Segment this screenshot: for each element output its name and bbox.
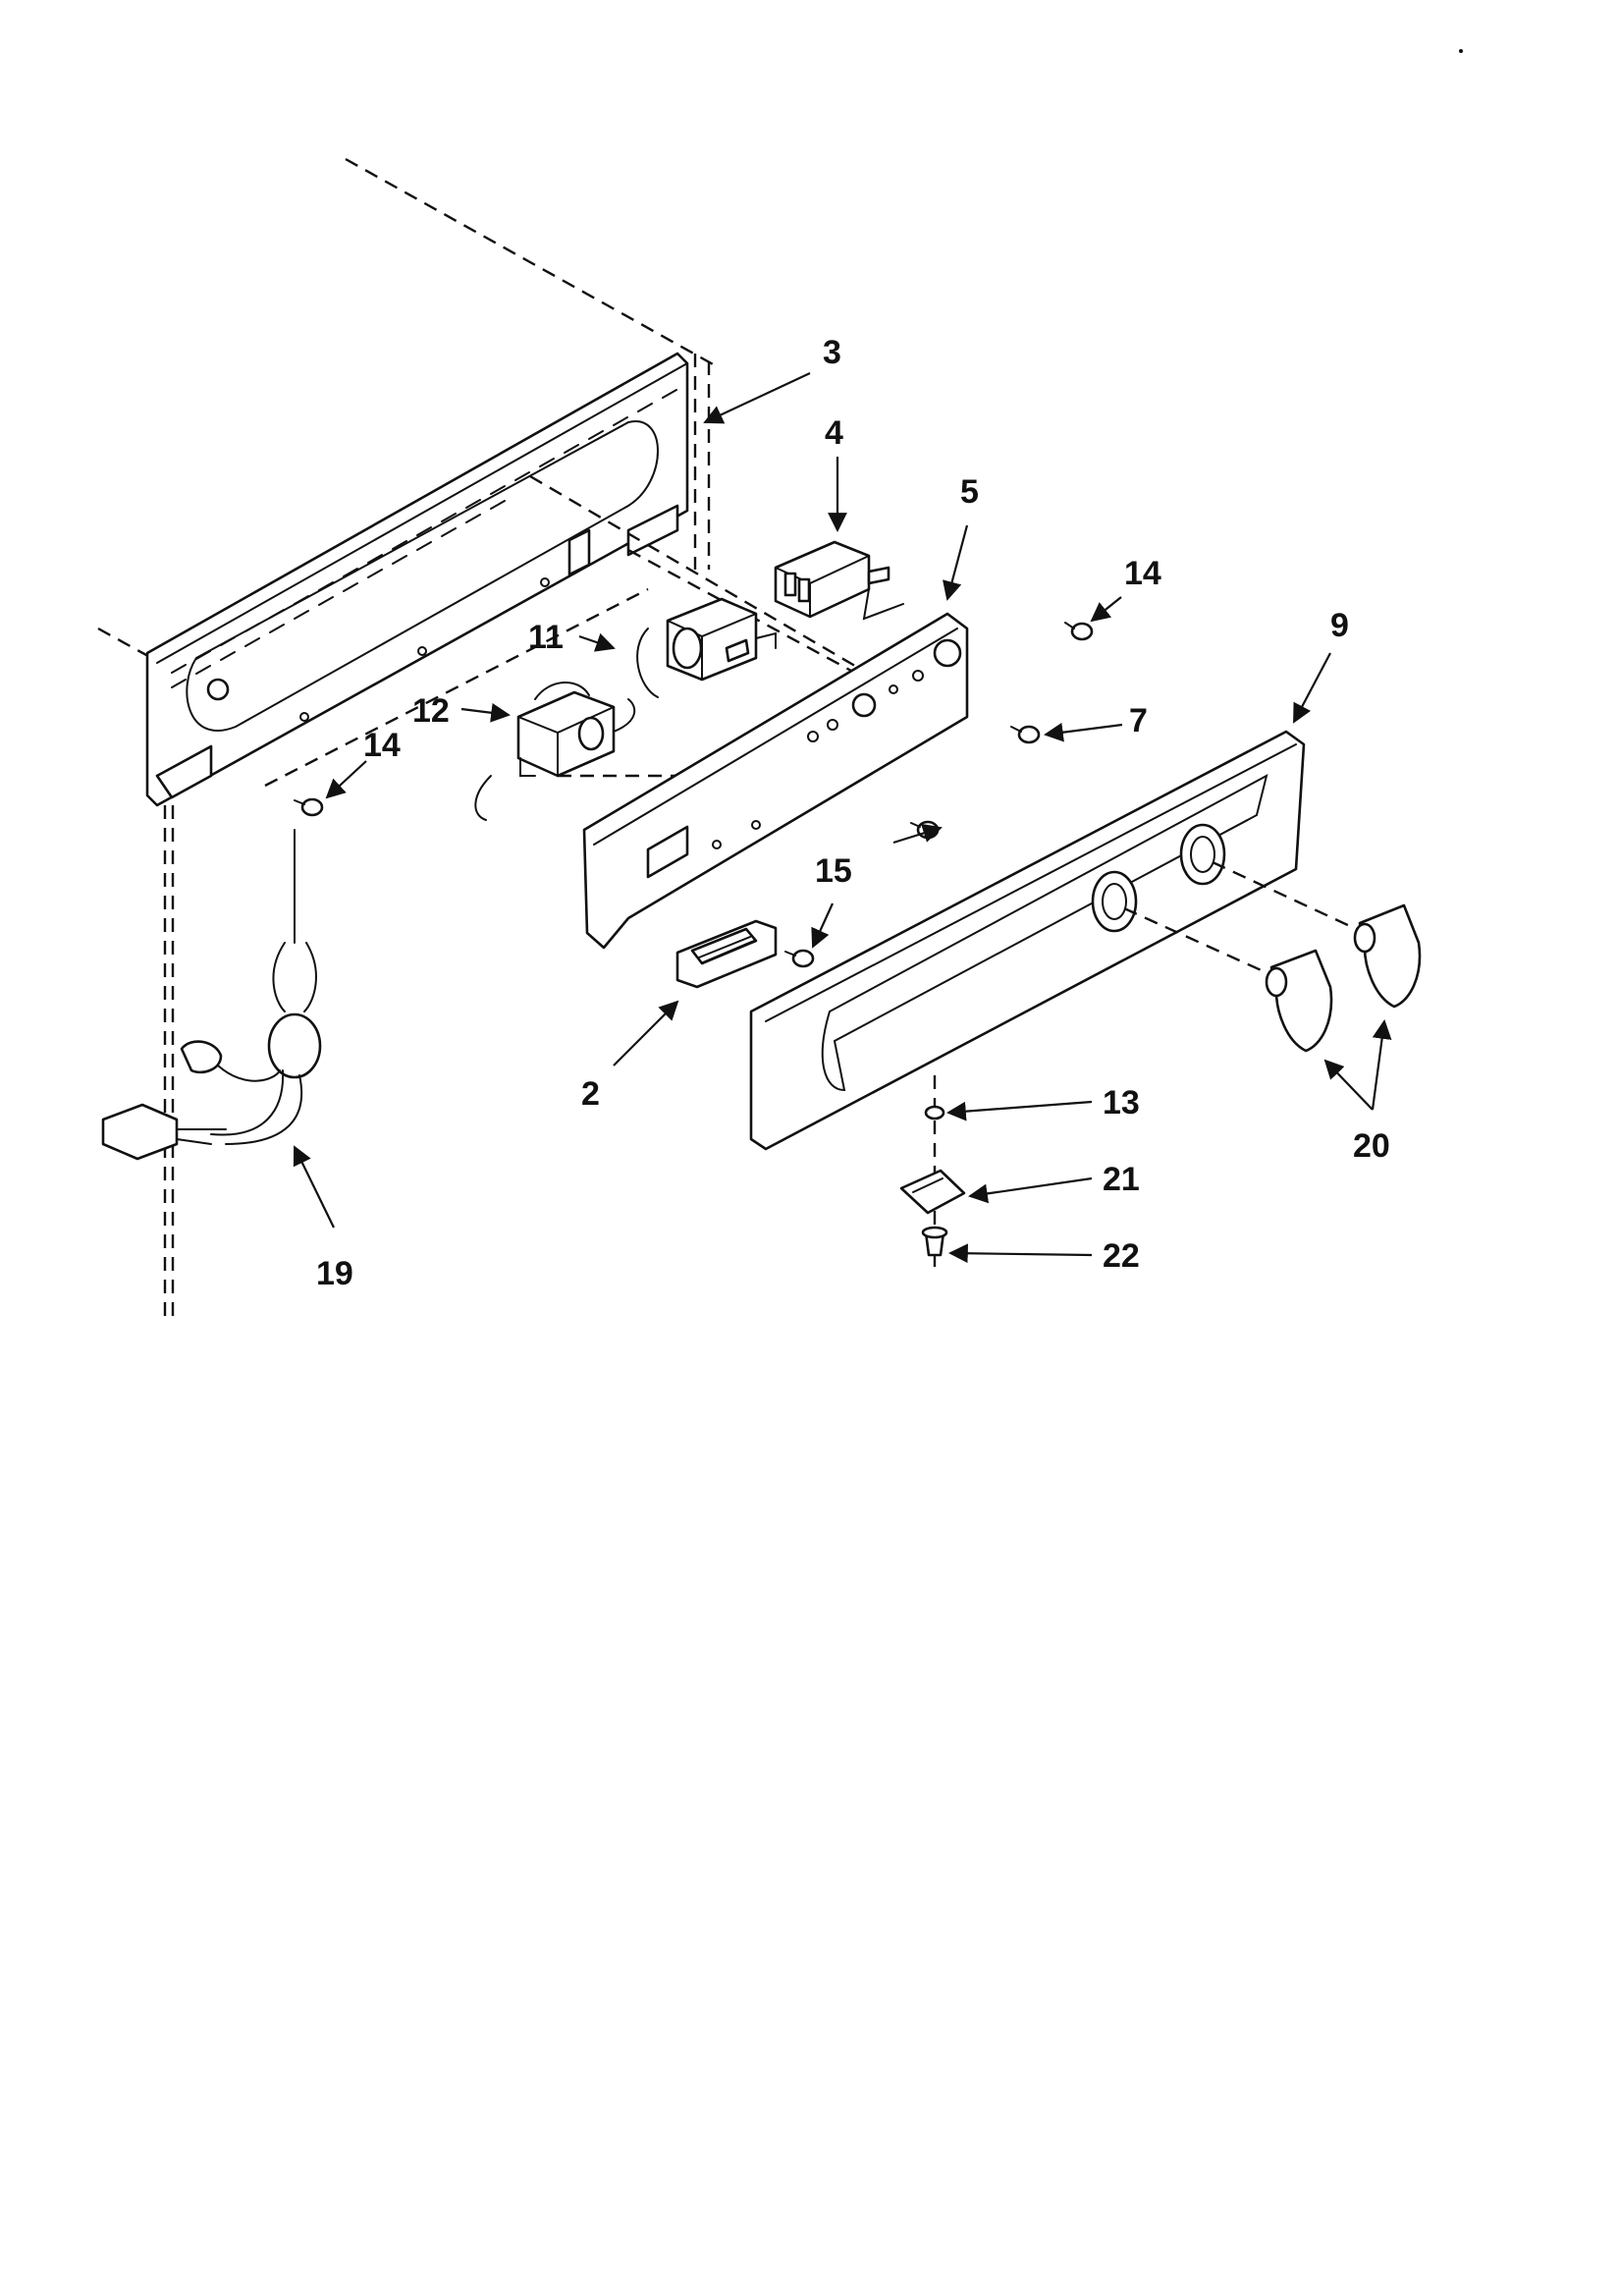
callout-21: 21 bbox=[1103, 1161, 1140, 1198]
switch-11 bbox=[636, 597, 777, 698]
callout-7: 7 bbox=[1129, 702, 1148, 739]
callout-14-lower: 14 bbox=[363, 727, 401, 764]
rear-console-panel bbox=[145, 352, 885, 807]
stray-mark bbox=[1459, 49, 1463, 53]
screw-14-upper bbox=[1064, 622, 1094, 641]
callout-15: 15 bbox=[815, 852, 852, 890]
clip-assembly bbox=[899, 1075, 966, 1267]
callout-4: 4 bbox=[825, 414, 843, 452]
callout-22: 22 bbox=[1103, 1237, 1140, 1275]
vent-slots bbox=[171, 389, 677, 688]
callout-2: 2 bbox=[581, 1075, 600, 1113]
switch-12 bbox=[474, 682, 687, 821]
callout-9: 9 bbox=[1330, 607, 1349, 644]
wire-harness bbox=[101, 829, 322, 1161]
callout-20: 20 bbox=[1353, 1127, 1390, 1165]
screw-15-lower bbox=[784, 949, 815, 968]
front-console bbox=[749, 730, 1366, 1151]
leader-arrows bbox=[293, 372, 1392, 1264]
knobs bbox=[1265, 903, 1422, 1053]
switch-4 bbox=[774, 540, 904, 621]
callout-11: 11 bbox=[528, 619, 564, 656]
screw-14-lower bbox=[294, 797, 324, 817]
control-bracket bbox=[582, 612, 969, 950]
cabinet-outline bbox=[97, 157, 716, 1316]
callout-14-upper: 14 bbox=[1124, 555, 1161, 592]
callout-19: 19 bbox=[316, 1255, 353, 1292]
callout-13: 13 bbox=[1103, 1084, 1140, 1121]
callout-12: 12 bbox=[412, 692, 450, 730]
screw-7 bbox=[1010, 725, 1041, 744]
callout-labels: 3 4 5 14 9 11 7 12 14 15 2 13 20 21 22 1… bbox=[316, 334, 1390, 1292]
callout-5: 5 bbox=[960, 473, 979, 511]
terminal-block bbox=[675, 919, 778, 989]
callout-3: 3 bbox=[823, 334, 841, 371]
